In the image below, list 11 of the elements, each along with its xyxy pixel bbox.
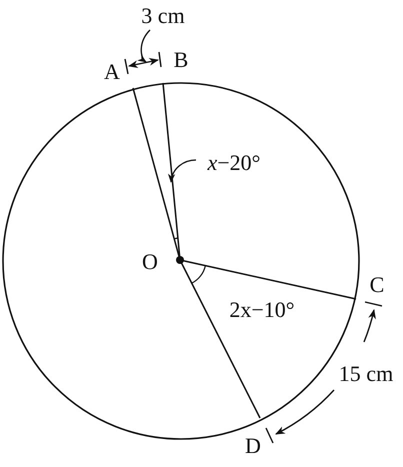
point-label: B xyxy=(174,49,188,71)
length-label: 15 cm xyxy=(338,363,394,385)
point-label: A xyxy=(104,61,120,83)
point-label: O xyxy=(142,251,158,273)
point-label: D xyxy=(245,435,261,457)
angle-label: x−20° xyxy=(208,152,260,174)
angle-label: 2x−10° xyxy=(229,299,295,321)
point-label: C xyxy=(370,274,384,296)
leader-line xyxy=(137,30,150,63)
leader-line xyxy=(168,159,196,183)
length-label: 3 cm xyxy=(141,5,185,27)
